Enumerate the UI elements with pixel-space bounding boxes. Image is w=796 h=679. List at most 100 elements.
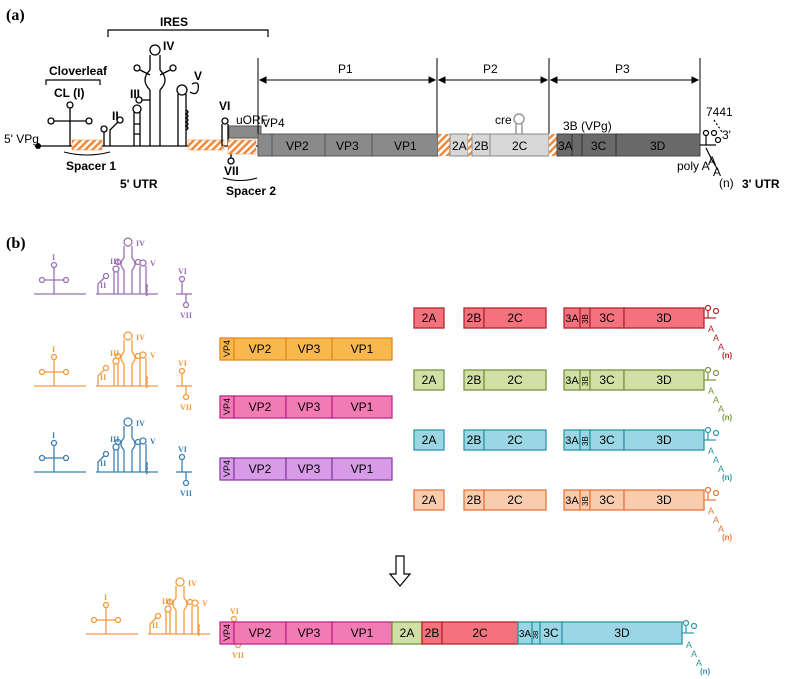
stemloop-v bbox=[176, 82, 200, 146]
p3-cyan-3c-label: 3C bbox=[599, 433, 615, 447]
p3-red-a1: A bbox=[708, 324, 714, 334]
vpg3b-label: 3B (VPg) bbox=[563, 119, 612, 133]
spacer2-label: Spacer 2 bbox=[226, 184, 276, 198]
p1-purple-vp2-label: VP2 bbox=[249, 462, 272, 476]
stemloop-iv bbox=[133, 44, 177, 146]
spacer1-brace bbox=[63, 151, 111, 156]
p3-green-a1: A bbox=[708, 386, 714, 396]
gene-a-2c: 2C bbox=[512, 139, 528, 153]
utr-orange-roman-vii: VII bbox=[180, 403, 192, 412]
region-arrows bbox=[257, 58, 701, 134]
p3-green-3c-label: 3C bbox=[599, 373, 615, 387]
p3-peach-3d-label: 3D bbox=[656, 493, 672, 507]
utr-purple-roman-iv: IV bbox=[136, 239, 145, 248]
panel-b: (b) IIIIIIIVVVIVIIIIIIIIIVVVIVIIIIIIIIIV… bbox=[6, 235, 733, 676]
p3-peach-a1: A bbox=[708, 506, 714, 516]
three-prime-label: 3' bbox=[722, 128, 731, 142]
p3-red-tail bbox=[704, 304, 720, 319]
rec-tail bbox=[682, 619, 698, 634]
region-p3: P3 bbox=[615, 62, 630, 76]
p2-green-2c-label: 2C bbox=[507, 373, 523, 387]
utr-orange-roman-vi: VI bbox=[178, 359, 187, 368]
panel-a-label: (a) bbox=[6, 7, 25, 24]
p1-purple-vp4-label: VP4 bbox=[222, 460, 232, 477]
p3-green-tail bbox=[704, 366, 720, 381]
p3-green-n: (n) bbox=[722, 413, 733, 422]
p1-purple-vp3-label: VP3 bbox=[298, 462, 321, 476]
down-arrow bbox=[388, 555, 412, 587]
utr-recombinant-roman-vii: VII bbox=[232, 651, 244, 660]
p3-green-3b-label: 3B bbox=[581, 376, 590, 386]
a-2: A bbox=[713, 165, 721, 179]
utr-purple-roman-v: V bbox=[150, 259, 156, 268]
p2-green-2a bbox=[413, 369, 445, 391]
cre-stemloop bbox=[513, 113, 525, 134]
p2-green-2b-label: 2B bbox=[467, 373, 482, 387]
p2-peach-2c bbox=[483, 489, 547, 511]
cre-label: cre bbox=[495, 113, 512, 127]
rec-vp2-label: VP2 bbox=[249, 626, 272, 640]
p3-cyan-n: (n) bbox=[722, 473, 733, 482]
utr-purple-roman-iii: III bbox=[110, 257, 119, 266]
roman-vii: VII bbox=[224, 164, 239, 178]
p1-orange-vp4-label: VP4 bbox=[222, 340, 232, 357]
spacer-hatch bbox=[187, 139, 225, 151]
p3-peach-a3: A bbox=[718, 524, 724, 534]
gene-a-3c: 3C bbox=[591, 139, 607, 153]
p2-cyan-2b-label: 2B bbox=[467, 433, 482, 447]
rec-vp1-label: VP1 bbox=[351, 626, 374, 640]
hatch-2a bbox=[438, 134, 450, 156]
rec-a1: A bbox=[686, 640, 692, 650]
utr-blue-roman-iii: III bbox=[110, 435, 119, 444]
p3-peach-3c-label: 3C bbox=[599, 493, 615, 507]
utr-structures: IIIIIIIVVVIVIIIIIIIIIVVVIVIIIIIIIIIVVVIV… bbox=[34, 237, 244, 660]
gene-a-3a: 3A bbox=[558, 139, 573, 153]
utr-orange-roman-iii: III bbox=[110, 349, 119, 358]
p3-cyan-a3: A bbox=[718, 464, 724, 474]
gene-a-vp3: VP3 bbox=[336, 139, 359, 153]
p3-red-3c-label: 3C bbox=[599, 311, 615, 325]
utr-purple-roman-i: I bbox=[52, 253, 55, 262]
rec-3b-label: 3B bbox=[533, 630, 540, 639]
p2-red-2c-label: 2C bbox=[507, 311, 523, 325]
p1-pink-vp2-label: VP2 bbox=[249, 400, 272, 414]
p2-red-2a-label: 2A bbox=[422, 311, 437, 325]
spacer2-brace bbox=[222, 177, 258, 181]
utr-purple-roman-vii: VII bbox=[180, 311, 192, 320]
utr-blue-roman-ii: II bbox=[100, 459, 106, 468]
rec-vp4-label: VP4 bbox=[222, 624, 232, 641]
utr5-label: 5' UTR bbox=[120, 177, 158, 191]
utr3-label: 3' UTR bbox=[742, 177, 780, 191]
spacer1-hatch bbox=[71, 139, 103, 151]
p3-cyan-tail bbox=[704, 426, 720, 441]
p3-red-a2: A bbox=[713, 333, 719, 343]
p1-pink-vp4-label: VP4 bbox=[222, 398, 232, 415]
uorf-box bbox=[228, 125, 262, 139]
utr-blue-roman-i: I bbox=[52, 431, 55, 440]
roman-ii: II bbox=[112, 109, 119, 123]
rec-a2: A bbox=[691, 649, 697, 659]
roman-v: V bbox=[194, 69, 202, 83]
p2-cyan-2a bbox=[413, 429, 445, 451]
p2-green-2a-label: 2A bbox=[422, 373, 437, 387]
stemloop-iii bbox=[132, 104, 142, 146]
utr-orange-roman-i: I bbox=[52, 345, 55, 354]
p2-red-2b-label: 2B bbox=[467, 311, 482, 325]
utr-purple bbox=[34, 237, 192, 309]
utr-purple-roman-ii: II bbox=[100, 281, 106, 290]
roman-iii: III bbox=[130, 87, 140, 101]
vp4-label-a: VP4 bbox=[262, 116, 285, 130]
p3-peach-tail bbox=[704, 486, 720, 501]
rec-a3: A bbox=[696, 658, 702, 668]
utr-blue-roman-vi: VI bbox=[178, 445, 187, 454]
cloverleaf-bracket bbox=[45, 79, 101, 85]
p1-orange-vp1 bbox=[331, 337, 393, 361]
uorf-label: uORF bbox=[236, 113, 268, 127]
ires-bracket bbox=[107, 29, 269, 37]
cloverleaf-structure bbox=[47, 101, 93, 146]
p3-green-3d-label: 3D bbox=[656, 373, 672, 387]
p3-cyan-3d-label: 3D bbox=[656, 433, 672, 447]
utr3-structure bbox=[700, 119, 723, 171]
